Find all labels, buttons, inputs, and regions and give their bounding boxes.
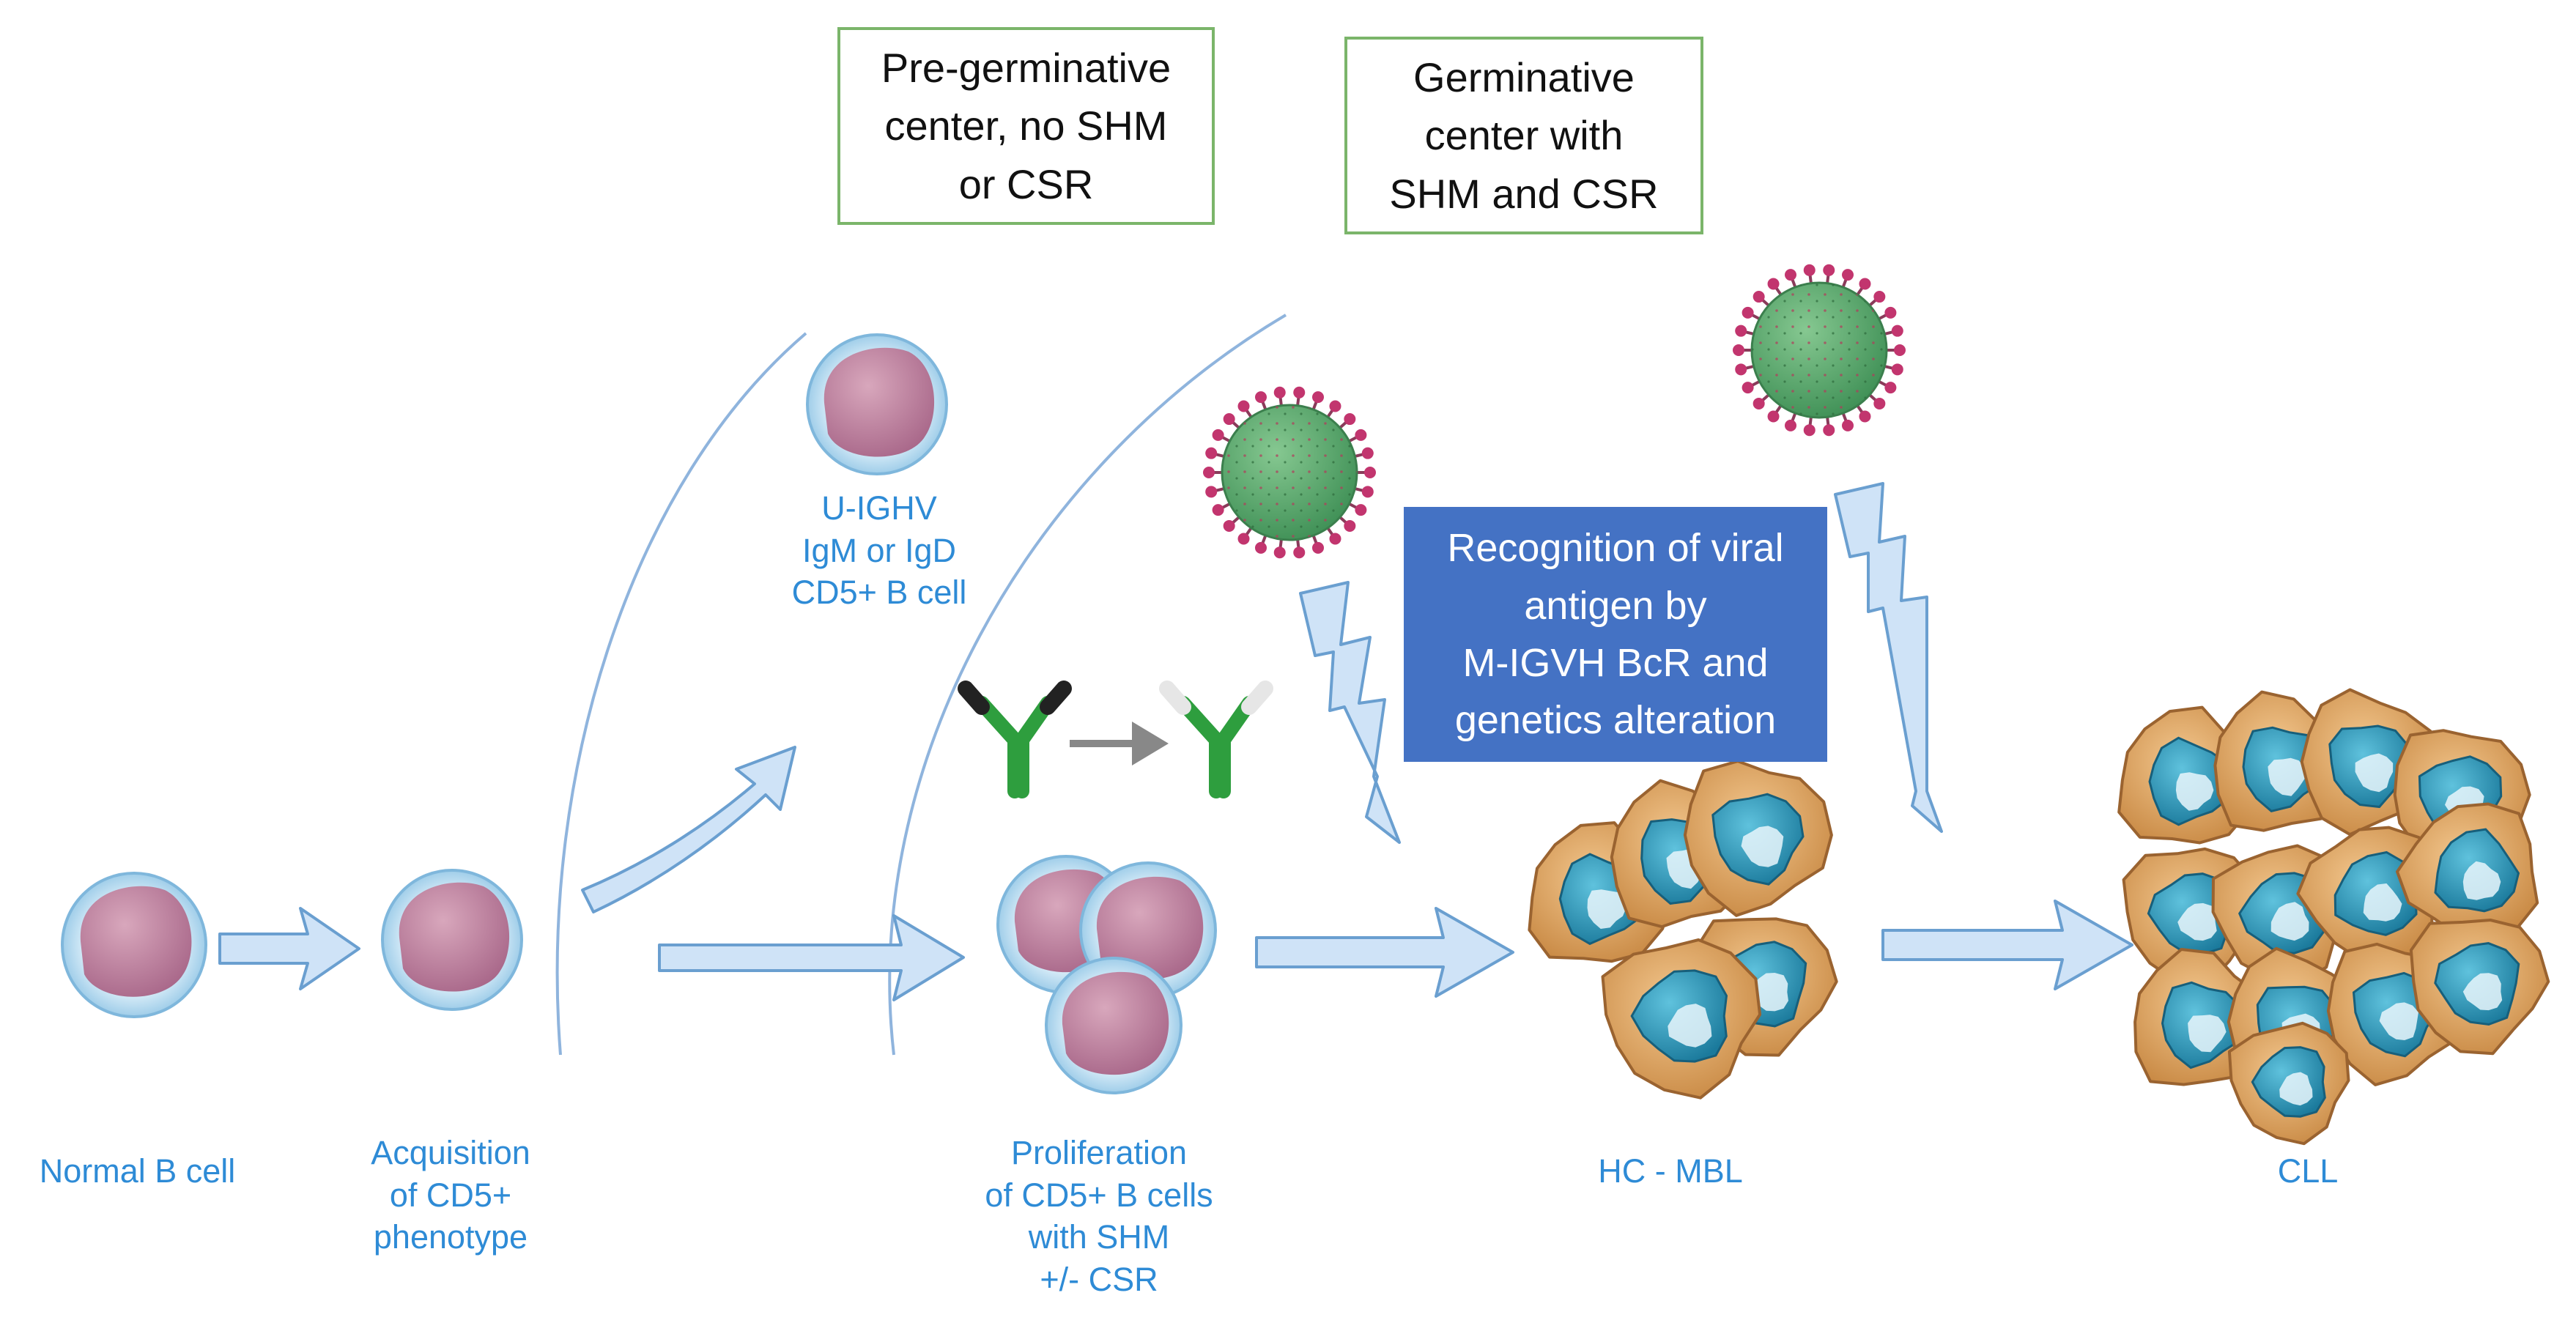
pre-germinative-boundary [555,332,807,1056]
virus-left [1203,386,1376,559]
germinative-box: Germinative center with SHM and CSR [1344,37,1703,234]
label-cll: CLL [2277,1152,2339,1190]
arrow-mbl-to-cll [1881,900,2133,990]
arrow-to-u-ighv [581,746,796,913]
label-normal-b-cell: Normal B cell [39,1152,236,1190]
label-u-ighv: U-IGHV IgM or IgD CD5+ B cell [791,489,967,612]
lightning-left [1299,581,1401,844]
label-hc-mbl: HC - MBL [1598,1152,1743,1190]
hc-mbl-cell-cluster [1528,760,1838,1100]
acquisition-cd5-cell [381,869,523,1011]
arrow-proliferation-to-mbl [1255,907,1514,998]
cll-cell-cluster [2117,688,2550,1146]
arrow-normal-to-acquisition [218,907,360,990]
label-proliferation: Proliferation of CD5+ B cells with SHM +… [985,1134,1213,1298]
normal-b-cell [61,872,207,1018]
antibody-mutated [1159,681,1273,798]
lightning-right [1834,482,1943,833]
germinative-boundary [888,314,1287,1056]
proliferating-b-cells [996,855,1217,1094]
label-acquisition: Acquisition of CD5+ phenotype [371,1134,530,1256]
virus-right [1733,264,1906,437]
u-ighv-b-cell [806,333,948,475]
pre-germinative-box: Pre-germinative center, no SHM or CSR [837,27,1215,225]
arrow-acquisition-to-proliferation [658,914,965,1001]
antibody-arrow [1070,722,1169,765]
antibody-unmutated [958,681,1072,798]
recognition-box: Recognition of viral antigen by M-IGVH B… [1404,507,1827,762]
